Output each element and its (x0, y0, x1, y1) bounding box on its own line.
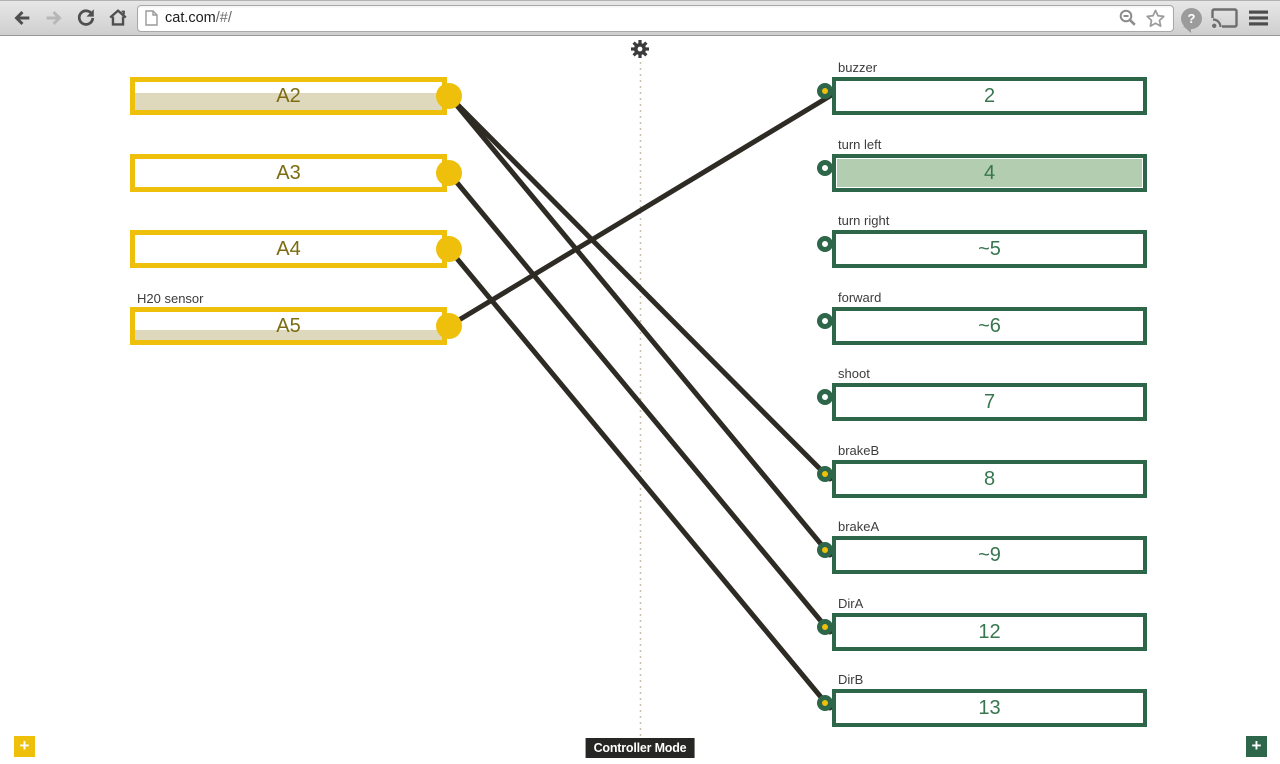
pin-caption: DirA (838, 596, 864, 611)
connector-brakeB[interactable] (817, 466, 833, 482)
forward-button[interactable] (41, 6, 66, 31)
analog-value-fill (135, 93, 442, 110)
digital-pin-forward[interactable]: forward ~6 (817, 290, 1147, 345)
analog-pin-A4[interactable]: A4 (130, 230, 462, 268)
pin-number: ~6 (978, 315, 1001, 337)
reload-icon (77, 9, 94, 26)
zoom-icon[interactable] (1118, 8, 1138, 28)
digital-pin-brakeA[interactable]: brakeA ~9 (817, 519, 1147, 574)
pin-caption: forward (838, 290, 882, 305)
connector-turn_right[interactable] (817, 236, 833, 252)
back-button[interactable] (9, 6, 34, 31)
pin-number: 12 (978, 621, 1001, 643)
connector-forward[interactable] (817, 313, 833, 329)
reload-button[interactable] (73, 6, 98, 31)
url-path: /#/ (215, 10, 232, 26)
connector-buzzer[interactable] (817, 83, 833, 99)
pin-label: A3 (276, 162, 301, 184)
pin-caption: brakeB (838, 443, 880, 458)
home-button[interactable] (105, 6, 130, 31)
pin-number: 4 (983, 162, 996, 184)
pin-number: ~5 (978, 238, 1001, 260)
connector-A2[interactable] (436, 83, 462, 109)
add-output-button[interactable]: + (1246, 736, 1267, 757)
connector-A3[interactable] (436, 160, 462, 186)
analog-pin-A3[interactable]: A3 (130, 154, 462, 192)
pin-number: 13 (978, 697, 1001, 719)
digital-pin-DirA[interactable]: DirA 12 (817, 596, 1147, 651)
bookmark-star-icon[interactable] (1145, 8, 1166, 29)
digital-pin-buzzer[interactable]: buzzer 2 (817, 60, 1147, 115)
pin-caption: H20 sensor (137, 291, 204, 306)
cast-icon (1210, 7, 1238, 29)
pin-caption: buzzer (838, 60, 878, 75)
home-icon (108, 9, 127, 26)
pin-number: 2 (983, 85, 996, 107)
browser-toolbar: cat.com/#/ ? (0, 0, 1280, 36)
wire-A5-buzzer[interactable] (446, 93, 833, 329)
analog-value-fill (135, 330, 442, 340)
digital-pin-DirB[interactable]: DirB 13 (817, 672, 1147, 727)
wire-A4-DirB[interactable] (446, 246, 833, 711)
help-badge-icon[interactable]: ? (1181, 7, 1202, 33)
digital-pin-shoot[interactable]: shoot 7 (817, 366, 1147, 421)
back-arrow-icon (13, 11, 29, 25)
url-bar[interactable]: cat.com/#/ (137, 4, 1174, 32)
add-input-button[interactable]: + (14, 736, 35, 757)
menu-icon (1249, 10, 1268, 26)
url-input[interactable]: cat.com/#/ (165, 10, 1111, 26)
wire-A3-DirA[interactable] (446, 170, 833, 635)
pin-label: A4 (276, 238, 301, 260)
pin-number: ~9 (978, 544, 1001, 566)
analog-pin-A5[interactable]: A5 H20 sensor (130, 291, 462, 345)
connector-DirB[interactable] (817, 695, 833, 711)
url-host: cat.com (165, 10, 216, 26)
settings-button[interactable] (631, 40, 649, 58)
connector-shoot[interactable] (817, 389, 833, 405)
digital-pin-turn_left[interactable]: turn left 4 (817, 137, 1147, 192)
menu-button[interactable] (1246, 6, 1271, 31)
pin-caption: shoot (838, 366, 870, 381)
wire-A2-brakeA[interactable] (446, 93, 833, 558)
digital-pin-turn_right[interactable]: turn right ~5 (817, 213, 1147, 268)
connector-brakeA[interactable] (817, 542, 833, 558)
pin-caption: DirB (838, 672, 864, 687)
pin-label: A2 (276, 85, 301, 107)
page-icon (145, 10, 158, 26)
connector-DirA[interactable] (817, 619, 833, 635)
pin-number: 7 (983, 391, 996, 413)
connector-A5[interactable] (436, 313, 462, 339)
pin-caption: turn left (838, 137, 882, 152)
digital-pin-brakeB[interactable]: brakeB 8 (817, 443, 1147, 498)
cast-button[interactable] (1209, 6, 1239, 31)
analog-pin-A2[interactable]: A2 (130, 77, 462, 115)
pin-caption: brakeA (838, 519, 880, 534)
controller-mode-label[interactable]: Controller Mode (585, 738, 695, 758)
active-state-fill (837, 159, 1142, 187)
connector-turn_left[interactable] (817, 160, 833, 176)
pin-caption: turn right (838, 213, 890, 228)
forward-arrow-icon (46, 11, 62, 25)
connector-A4[interactable] (436, 236, 462, 262)
pin-number: 8 (983, 468, 996, 490)
gear-icon (631, 40, 649, 58)
wire-A2-brakeB[interactable] (446, 93, 833, 482)
pin-label: A5 (276, 315, 301, 337)
